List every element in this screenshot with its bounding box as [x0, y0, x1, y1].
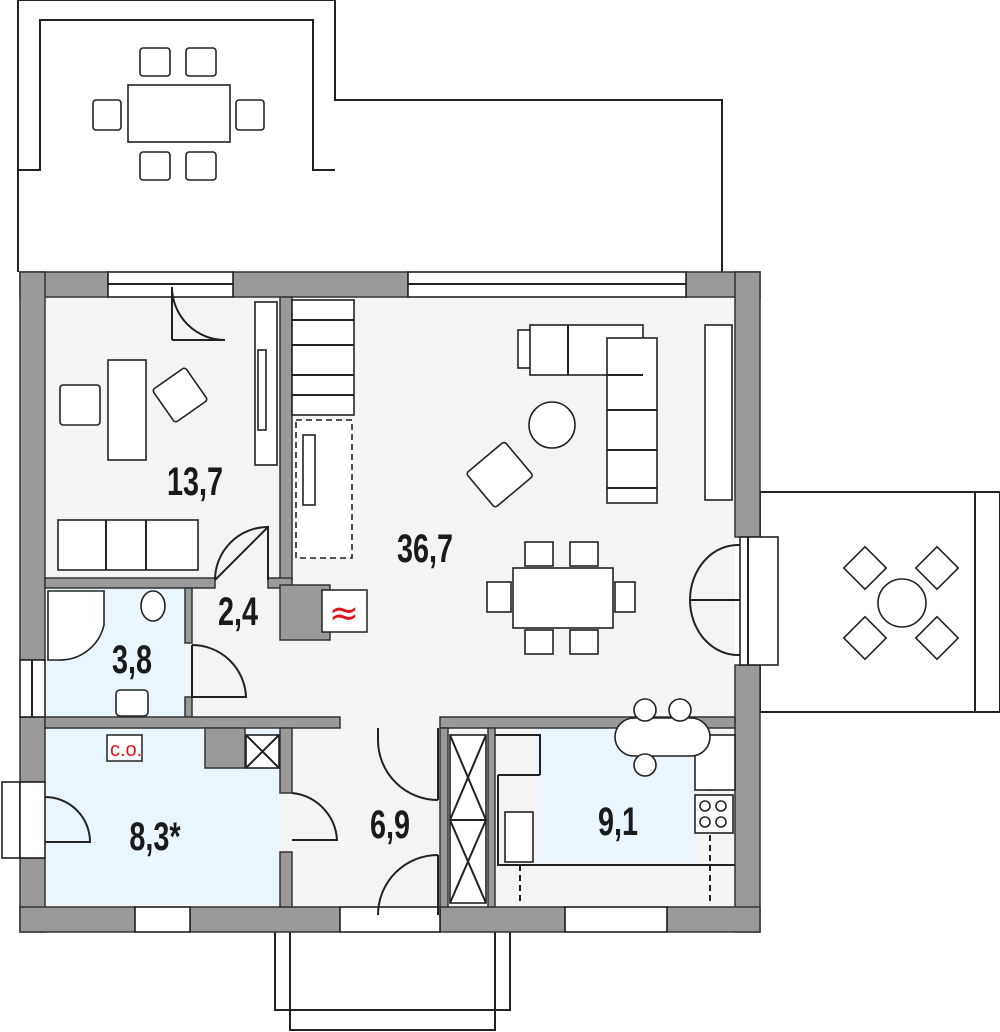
living-room-area: 36,7 [397, 526, 453, 571]
vestibule-area: 6,9 [370, 802, 410, 847]
bathroom-fixtures [47, 590, 166, 717]
top-terrace-outline [17, 0, 723, 272]
pergola-outline [18, 19, 335, 171]
windows [1, 271, 779, 933]
fireplace: ≈ [321, 589, 368, 634]
interior-walls [44, 296, 736, 908]
bathroom-area: 3,8 [112, 637, 152, 682]
office-furniture [57, 301, 278, 571]
staircase [291, 299, 355, 559]
office-area: 13,7 [167, 459, 223, 504]
fireplace-heat-icon: ≈ [329, 593, 359, 634]
hall-area: 2,4 [218, 589, 259, 634]
boiler-room-area: 8,3* [129, 814, 181, 859]
side-terrace-table-set [842, 545, 960, 661]
boiler-label: c.o. [110, 739, 142, 761]
kitchen-area: 9,1 [598, 799, 638, 844]
kitchen-fixtures [495, 698, 736, 905]
wardrobe [448, 734, 488, 904]
porch-outline [274, 932, 511, 1031]
doors [44, 286, 741, 916]
ventilation-shaft [245, 734, 280, 769]
living-room-furniture [466, 324, 733, 655]
terrace-dining-set [92, 47, 265, 181]
boiler [106, 734, 143, 762]
